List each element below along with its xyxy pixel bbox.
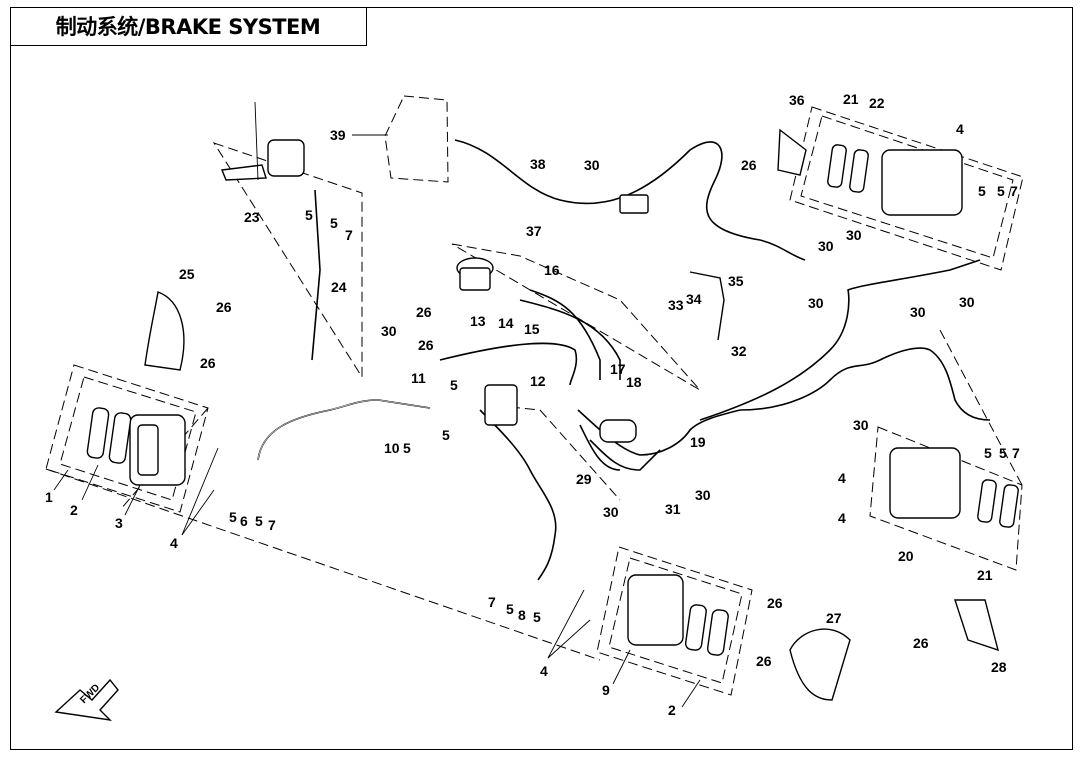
part-number-7: 7 [268, 517, 276, 533]
part-number-5: 5 [999, 445, 1007, 461]
part-number-5: 5 [403, 440, 411, 456]
part-number-26: 26 [418, 337, 434, 353]
page-title: 制动系统/BRAKE SYSTEM [55, 15, 321, 39]
part-number-30: 30 [695, 487, 711, 503]
part-number-30: 30 [910, 304, 926, 320]
part-number-26: 26 [216, 299, 232, 315]
part-number-26: 26 [756, 653, 772, 669]
component-shapes [54, 128, 1019, 722]
part-number-12: 12 [530, 373, 546, 389]
part-number-5: 5 [997, 183, 1005, 199]
part-number-5: 5 [255, 513, 263, 529]
part-number-2: 2 [668, 702, 676, 718]
part-number-4: 4 [838, 510, 846, 526]
part-number-20: 20 [898, 548, 914, 564]
part-number-15: 15 [524, 321, 540, 337]
part-number-38: 38 [530, 156, 546, 172]
part-number-6: 6 [240, 513, 248, 529]
part-number-4: 4 [540, 663, 548, 679]
part-number-30: 30 [381, 323, 397, 339]
leader-lines [53, 101, 701, 708]
part-number-5: 5 [984, 445, 992, 461]
part-number-35: 35 [728, 273, 744, 289]
part-number-5: 5 [978, 183, 986, 199]
part-number-24: 24 [331, 279, 347, 295]
part-number-14: 14 [498, 315, 514, 331]
part-number-2: 2 [70, 502, 78, 518]
diagram-frame [10, 7, 1073, 750]
part-number-3: 3 [115, 515, 123, 531]
part-number-30: 30 [584, 157, 600, 173]
part-number-19: 19 [690, 434, 706, 450]
part-number-30: 30 [846, 227, 862, 243]
part-number-23: 23 [244, 209, 260, 225]
brake-lines [257, 139, 991, 581]
part-number-5: 5 [533, 609, 541, 625]
part-number-21: 21 [843, 91, 859, 107]
part-number-4: 4 [170, 535, 178, 551]
part-number-30: 30 [853, 417, 869, 433]
part-number-18: 18 [626, 374, 642, 390]
part-number-8: 8 [518, 607, 526, 623]
part-number-7: 7 [1010, 183, 1018, 199]
part-number-30: 30 [818, 238, 834, 254]
part-number-30: 30 [808, 295, 824, 311]
dashed-group-outlines [45, 95, 1024, 696]
part-number-26: 26 [200, 355, 216, 371]
part-number-13: 13 [470, 313, 486, 329]
part-number-26: 26 [741, 157, 757, 173]
part-number-25: 25 [179, 266, 195, 282]
part-number-21: 21 [977, 567, 993, 583]
part-number-37: 37 [526, 223, 542, 239]
part-number-32: 32 [731, 343, 747, 359]
part-number-17: 17 [610, 361, 626, 377]
part-number-7: 7 [1012, 445, 1020, 461]
part-number-5: 5 [442, 427, 450, 443]
part-number-26: 26 [767, 595, 783, 611]
part-number-26: 26 [416, 304, 432, 320]
part-number-11: 11 [411, 370, 426, 386]
part-number-29: 29 [576, 471, 592, 487]
part-number-22: 22 [869, 95, 885, 111]
part-number-30: 30 [959, 294, 975, 310]
part-number-39: 39 [330, 127, 346, 143]
part-number-9: 9 [602, 682, 610, 698]
part-number-30: 30 [603, 504, 619, 520]
part-number-4: 4 [956, 121, 964, 137]
part-number-5: 5 [450, 377, 458, 393]
part-number-16: 16 [544, 262, 560, 278]
part-number-26: 26 [913, 635, 929, 651]
part-number-5: 5 [229, 509, 237, 525]
part-number-7: 7 [488, 594, 496, 610]
title-box: 制动系统/BRAKE SYSTEM [10, 7, 367, 46]
part-number-5: 5 [305, 207, 313, 223]
part-number-34: 34 [686, 291, 702, 307]
part-number-33: 33 [668, 297, 684, 313]
part-number-10: 10 [384, 440, 400, 456]
part-number-7: 7 [345, 227, 353, 243]
part-number-1: 1 [45, 489, 53, 505]
part-number-5: 5 [506, 601, 514, 617]
part-number-31: 31 [665, 501, 681, 517]
part-number-4: 4 [838, 470, 846, 486]
part-number-36: 36 [789, 92, 805, 108]
part-number-5: 5 [330, 215, 338, 231]
part-number-28: 28 [991, 659, 1007, 675]
part-number-27: 27 [826, 610, 842, 626]
